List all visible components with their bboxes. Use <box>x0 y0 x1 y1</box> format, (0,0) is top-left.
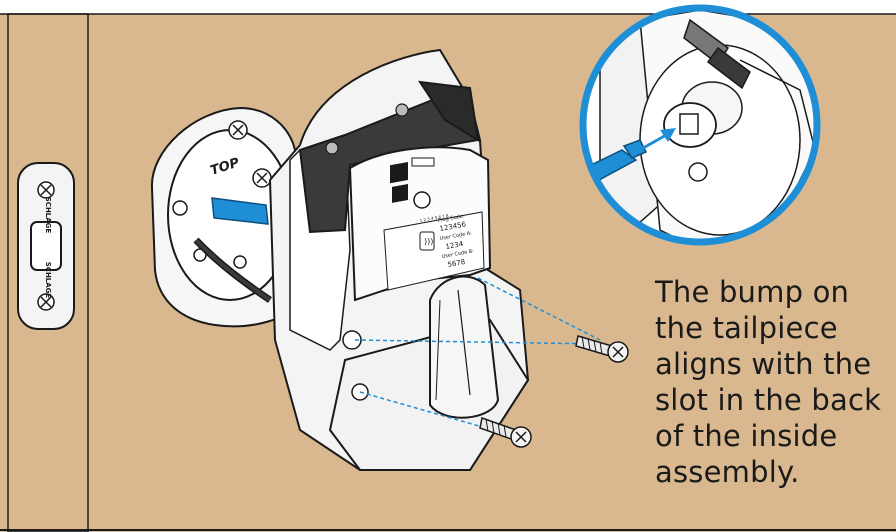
user-code-b-label: User Code B: <box>441 248 474 260</box>
caption-line-2: the tailpiece <box>655 311 838 345</box>
zoom-ring <box>579 4 821 246</box>
inside-assembly: ))) Prog Code: 123456 User Code A: 1234 … <box>268 48 530 471</box>
qr-code-icon <box>390 162 408 184</box>
caption-line-3: aligns with the <box>655 347 872 381</box>
small-code: 1 2 3 4 5 6 7 8 <box>419 213 449 223</box>
strike-plate: SCHLAGE SCHLAGE <box>17 162 75 330</box>
screw-lower <box>479 417 532 448</box>
tailpiece <box>211 197 269 225</box>
caption-line-4: slot in the back <box>655 383 882 417</box>
screw-upper <box>575 335 629 363</box>
label-sticker: ))) Prog Code: 123456 User Code A: 1234 … <box>383 162 485 291</box>
mounting-plate: TOP <box>150 106 302 328</box>
caption-line-5: of the inside <box>655 419 838 453</box>
strike-hole <box>30 221 62 271</box>
svg-text:))): ))) <box>424 237 433 246</box>
caption-line-6: assembly. <box>655 455 800 489</box>
user-code-a-label: User Code A: <box>439 230 472 242</box>
strike-brand-top: SCHLAGE <box>44 197 52 234</box>
caption: The bump on the tailpiece aligns with th… <box>655 274 891 490</box>
zoom-detail <box>579 4 821 246</box>
prog-code-label: Prog Code: <box>437 213 465 224</box>
arrow-icon <box>660 128 676 142</box>
user-code-a-value: 1234 <box>445 240 464 251</box>
qr-code-icon <box>392 184 408 203</box>
strike-brand-bottom: SCHLAGE <box>44 262 52 299</box>
battery-cover <box>298 93 480 234</box>
caption-line-1: The bump on <box>655 275 850 309</box>
mounting-screws <box>354 277 629 448</box>
nfc-icon <box>419 231 435 251</box>
user-code-b-value: 5678 <box>447 258 466 269</box>
